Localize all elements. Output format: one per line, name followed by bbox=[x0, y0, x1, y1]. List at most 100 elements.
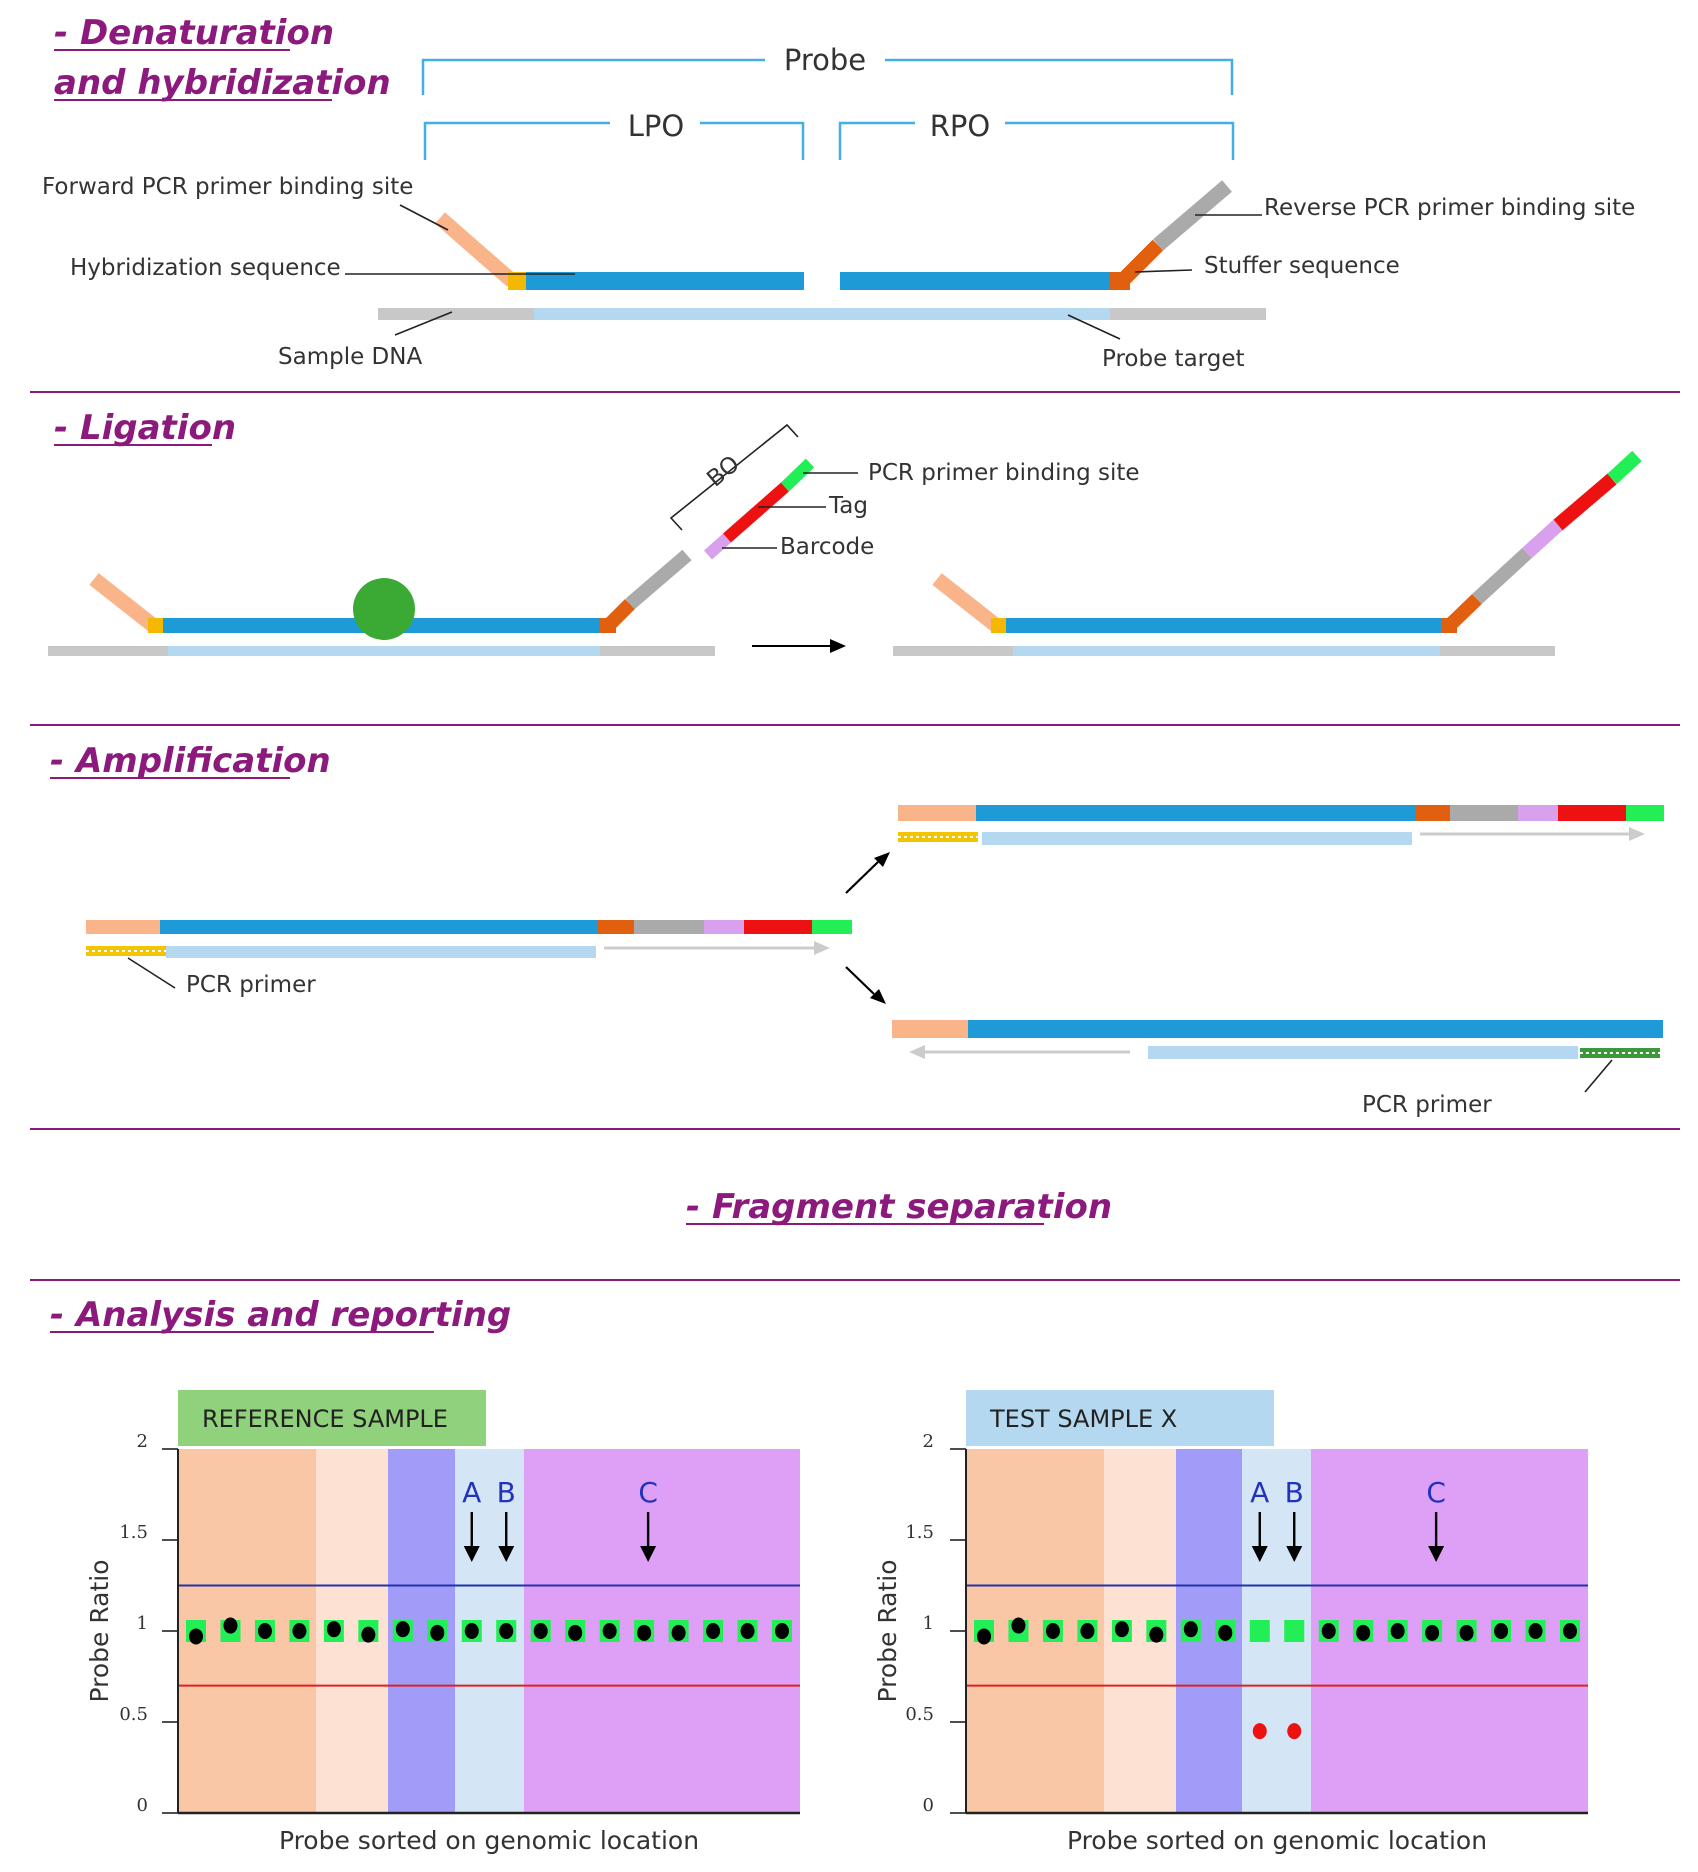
section-title-ligation: - Ligation bbox=[54, 408, 236, 448]
probe-point bbox=[1149, 1626, 1164, 1643]
extension-strand bbox=[166, 946, 596, 958]
marker-c-label: C bbox=[638, 1476, 658, 1509]
x-axis-label: Probe sorted on genomic location bbox=[1067, 1826, 1487, 1855]
reverse-primer-site bbox=[1450, 805, 1518, 821]
section-ligation: - Ligation BO PCR primer binding site Ta… bbox=[48, 408, 1642, 656]
arrow-head bbox=[1286, 1546, 1303, 1562]
sample-label-box bbox=[966, 1390, 1274, 1446]
extension-strand bbox=[982, 832, 1412, 845]
arrow-head bbox=[498, 1546, 515, 1562]
probe-point bbox=[1356, 1624, 1371, 1641]
probe-point bbox=[1011, 1617, 1026, 1634]
probe-point bbox=[533, 1623, 548, 1639]
lpo-label: LPO bbox=[628, 109, 684, 143]
rpo-label: RPO bbox=[930, 109, 990, 143]
sample-label-box bbox=[178, 1390, 486, 1446]
pcr-site-label: PCR primer binding site bbox=[868, 460, 1140, 486]
probe-point bbox=[1080, 1623, 1095, 1639]
barcode-label: Barcode bbox=[780, 534, 874, 560]
marker-b-label: B bbox=[497, 1476, 516, 1509]
probe-target-strand bbox=[168, 646, 600, 656]
stuffer-sequence bbox=[1444, 593, 1482, 632]
forward-primer-site bbox=[892, 1020, 968, 1038]
probe-point bbox=[775, 1623, 789, 1639]
probe-point bbox=[499, 1623, 514, 1639]
probe-point bbox=[1494, 1623, 1509, 1639]
sample-dna-strand bbox=[600, 646, 715, 656]
section-title-analysis: - Analysis and reporting bbox=[50, 1295, 511, 1335]
arrow-head bbox=[874, 852, 890, 867]
forward-primer-site bbox=[89, 573, 160, 633]
section-title-fragment-separation: - Fragment separation bbox=[686, 1187, 1112, 1227]
forward-site-label: Forward PCR primer binding site bbox=[42, 174, 413, 200]
tag-segment bbox=[744, 920, 812, 934]
arrow-head bbox=[814, 941, 830, 955]
sample-label: REFERENCE SAMPLE bbox=[202, 1405, 448, 1433]
leader-line bbox=[399, 204, 449, 231]
tag-segment bbox=[1558, 805, 1626, 821]
forward-primer-site bbox=[898, 805, 976, 821]
probe-target-strand bbox=[1013, 646, 1440, 656]
probe-point bbox=[740, 1623, 755, 1639]
y-tick-label: 2 bbox=[923, 1431, 934, 1452]
reverse-primer-site bbox=[1153, 180, 1232, 251]
hyb-junction bbox=[148, 618, 164, 633]
rpo-hybridization-sequence bbox=[840, 272, 1112, 290]
deleted-probe-point bbox=[1287, 1723, 1302, 1740]
y-axis-label: Probe Ratio bbox=[85, 1559, 114, 1702]
barcode-segment bbox=[703, 533, 732, 560]
probe-point bbox=[1045, 1623, 1060, 1639]
section-analysis: - Analysis and reporting bbox=[50, 1295, 511, 1335]
y-tick-label: 0 bbox=[137, 1795, 148, 1816]
y-tick-label: 2 bbox=[137, 1431, 148, 1452]
lpo-hybridization-sequence bbox=[526, 272, 804, 290]
tag-segment bbox=[723, 482, 789, 543]
probe-point bbox=[1425, 1624, 1440, 1641]
pcr-site-segment bbox=[1607, 450, 1642, 485]
pcr-primer-yellow bbox=[86, 946, 166, 956]
probe-target-strand bbox=[534, 308, 1110, 320]
x-axis-label: Probe sorted on genomic location bbox=[279, 1826, 699, 1855]
probe-bracket bbox=[421, 58, 1234, 95]
stuffer-sequence bbox=[1116, 239, 1164, 287]
section-title-denaturation: - Denaturation bbox=[54, 13, 334, 53]
bo-label: BO bbox=[702, 451, 744, 492]
section-title-amplification: - Amplification bbox=[50, 741, 331, 781]
probe-point bbox=[430, 1624, 445, 1641]
leader-line bbox=[1067, 314, 1121, 340]
pcr-site-segment bbox=[780, 458, 815, 492]
leader-line bbox=[127, 957, 176, 989]
branch-arrow bbox=[845, 966, 875, 995]
probe-point bbox=[189, 1628, 203, 1645]
y-tick-label: 0.5 bbox=[905, 1704, 934, 1725]
pcr-site-segment bbox=[812, 920, 852, 934]
reverse-primer-site bbox=[634, 920, 704, 934]
forward-primer-site bbox=[435, 212, 517, 287]
pcr-primer-label-right: PCR primer bbox=[1362, 1092, 1492, 1118]
arrow-head bbox=[1251, 1546, 1268, 1562]
stuffer-label: Stuffer sequence bbox=[1204, 253, 1400, 279]
barcode-segment bbox=[704, 920, 744, 934]
probe-point bbox=[1183, 1621, 1198, 1638]
probe-point bbox=[361, 1626, 376, 1643]
probe-point bbox=[1321, 1623, 1336, 1639]
probe-label: Probe bbox=[784, 43, 866, 77]
y-tick-label: 0 bbox=[923, 1795, 934, 1816]
barcode-segment bbox=[1522, 519, 1563, 559]
y-tick-label: 1 bbox=[137, 1613, 148, 1634]
pcr-primer-label-left: PCR primer bbox=[186, 972, 316, 998]
leader-line bbox=[1134, 269, 1193, 273]
arrow-head bbox=[1428, 1546, 1445, 1562]
probe-point bbox=[1218, 1624, 1233, 1641]
pcr-primer-green bbox=[1580, 1048, 1660, 1058]
probe-hybridization-sequence bbox=[1006, 618, 1444, 633]
leader-line bbox=[394, 311, 453, 336]
y-axis-label: Probe Ratio bbox=[873, 1559, 902, 1702]
probe-point bbox=[292, 1623, 307, 1639]
sample-dna-strand bbox=[48, 646, 168, 656]
lpo-bracket bbox=[423, 121, 805, 160]
probe-point bbox=[977, 1628, 991, 1645]
arrow-head bbox=[830, 639, 846, 653]
sample-dna-strand bbox=[378, 308, 534, 320]
